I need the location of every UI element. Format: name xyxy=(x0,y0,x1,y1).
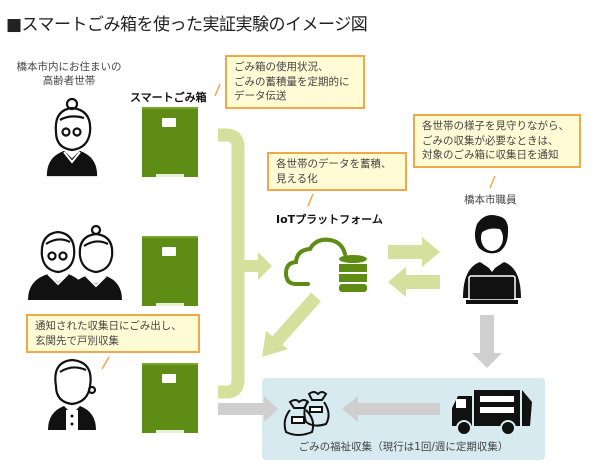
diagram-title: ■スマートごみ箱を使った実証実験のイメージ図 xyxy=(6,15,368,35)
staff-label: 橋本市職員 xyxy=(464,194,517,206)
note-platform-line1: 各世帯のデータを蓄積、 xyxy=(276,158,392,170)
note-resident-line1: 通知された収集日にごみ出し、 xyxy=(35,320,182,332)
note-bin-data-line1: ごみ箱の使用状況、 xyxy=(234,61,329,73)
garbage-bags-icon xyxy=(283,391,330,436)
elderly-couple-icon xyxy=(28,224,122,300)
note-bin-data: ごみ箱の使用状況、 ごみの蓄積量を定期的に データ伝送 xyxy=(225,55,365,110)
arrow-to-platform xyxy=(238,252,272,280)
households-label-line1: 橋本市内にお住まいの xyxy=(16,61,122,73)
elderly-resident-icon xyxy=(48,358,97,430)
note-bin-data-line3: データ伝送 xyxy=(234,90,287,103)
note-resident: 通知された収集日にごみ出し、 玄関先で戸別収集 xyxy=(26,314,200,354)
smart-bin-2 xyxy=(142,236,198,306)
callout-line-resident xyxy=(101,356,110,370)
staff-laptop-icon xyxy=(463,215,521,304)
cloud-database-icon xyxy=(283,237,367,292)
smart-bin-label: スマートごみ箱 xyxy=(130,91,207,104)
callout-line-bin xyxy=(214,83,221,97)
bin-lid xyxy=(142,236,198,238)
households-label: 橋本市内にお住まいの 高齢者世帯 xyxy=(14,60,124,88)
garbage-truck-icon xyxy=(452,390,532,436)
note-staff-line3: 対象のごみ箱に収集日を通知 xyxy=(422,149,559,162)
callout-line-staff xyxy=(489,175,496,189)
note-platform-line2: 見える化 xyxy=(276,172,318,185)
note-resident-line2: 玄関先で戸別収集 xyxy=(35,334,119,347)
bin-lid xyxy=(142,107,198,109)
arrow-platform-to-staff xyxy=(388,237,440,267)
callout-line-platform xyxy=(307,193,314,207)
arrow-platform-to-bins xyxy=(262,292,321,357)
arrow-truck-to-bags xyxy=(342,396,440,422)
note-staff: 各世帯の様子を見守りながら、 ごみの収集が必要なときは、 対象のごみ箱に収集日を… xyxy=(413,114,581,169)
collection-label: ごみの福祉収集（現行は1回/週に定期収集） xyxy=(298,441,509,453)
elderly-woman-icon xyxy=(46,97,98,177)
arrow-bins-to-bags xyxy=(218,396,278,422)
households-label-line2: 高齢者世帯 xyxy=(42,75,96,88)
note-platform: 各世帯のデータを蓄積、 見える化 xyxy=(267,152,407,192)
smart-bin-1 xyxy=(142,107,198,177)
bin-lid xyxy=(142,363,198,365)
arrow-staff-to-platform xyxy=(388,267,440,297)
arrow-staff-to-truck xyxy=(472,315,502,368)
bin-base xyxy=(156,303,184,306)
smart-bin-3 xyxy=(142,363,198,433)
note-staff-line1: 各世帯の様子を見守りながら、 xyxy=(422,120,569,132)
bin-bracket xyxy=(218,128,245,399)
note-staff-line2: ごみの収集が必要なときは、 xyxy=(422,134,559,147)
bin-slot xyxy=(162,118,176,127)
bin-slot xyxy=(162,247,176,256)
bin-base xyxy=(156,430,184,433)
bin-slot xyxy=(162,374,176,383)
platform-label: IoTプラットフォーム xyxy=(276,213,383,226)
note-bin-data-line2: ごみの蓄積量を定期的に xyxy=(234,75,350,88)
bin-base xyxy=(156,174,184,177)
